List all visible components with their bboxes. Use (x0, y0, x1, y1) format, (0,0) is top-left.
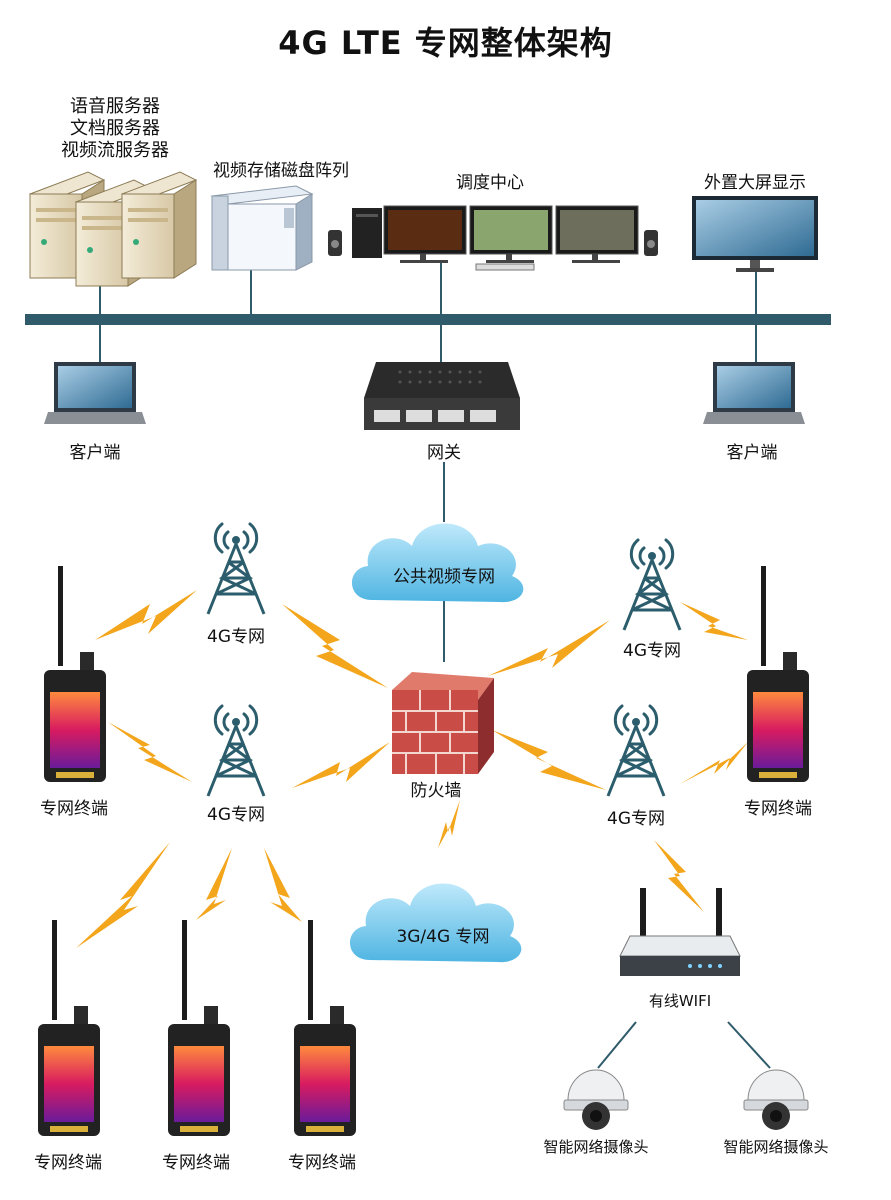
camera-left-icon (563, 1069, 629, 1130)
cloud-3g4g (349, 883, 522, 963)
dispatch-center-icon (328, 205, 658, 271)
servers-label: 语音服务器 文档服务器 视频流服务器 (40, 96, 190, 162)
big-display-icon (692, 196, 818, 272)
storage-array-icon (210, 185, 314, 271)
terminal-b2-label: 专网终端 (162, 1153, 230, 1173)
terminal-b3-label: 专网终端 (288, 1153, 356, 1173)
firewall-label: 防火墙 (410, 781, 462, 801)
bolt-fw-cloud (438, 800, 460, 848)
tower-ml-icon (206, 704, 266, 797)
bolt-tower-b1 (76, 842, 170, 948)
terminal-left-icon (44, 566, 106, 782)
terminal-left-label: 专网终端 (40, 799, 108, 819)
server-label-video: 视频流服务器 (61, 140, 169, 161)
terminal-b1-icon (38, 920, 100, 1136)
laptop-left-icon (44, 362, 146, 424)
tower-mr-icon (606, 704, 666, 797)
tower-mr-label: 4G专网 (607, 809, 665, 829)
client-left-label: 客户端 (69, 443, 121, 463)
gateway-label: 网关 (427, 443, 461, 463)
tower-tl-icon (206, 522, 266, 615)
camera-right-label: 智能网络摄像头 (723, 1138, 829, 1156)
tower-ml-label: 4G专网 (207, 805, 265, 825)
bolt-tower-b2 (196, 848, 232, 920)
bolt-fw-towerTR (488, 620, 610, 676)
bolt-towerTL-fw (282, 604, 388, 688)
terminal-right-label: 专网终端 (744, 799, 812, 819)
wifi-label: 有线WIFI (648, 992, 712, 1010)
page-title: 4G LTE 专网整体架构 (278, 24, 613, 62)
camera-left-label: 智能网络摄像头 (543, 1138, 649, 1156)
laptop-right-icon (703, 362, 805, 424)
server-stack (28, 171, 198, 287)
terminal-b3-icon (294, 920, 356, 1136)
camera-right-icon (743, 1069, 809, 1130)
bolt-phoneL-towerML (108, 722, 192, 782)
client-right-label: 客户端 (726, 443, 778, 463)
bolt-towerTR-phoneR (680, 602, 748, 640)
storage-label: 视频存储磁盘阵列 (213, 161, 349, 181)
terminal-right-icon (747, 566, 809, 782)
bolt-tower-b3 (264, 848, 302, 922)
firewall-icon (392, 672, 494, 774)
wireless-links (76, 590, 748, 948)
cloud-public-video (351, 523, 524, 603)
gateway-icon (364, 362, 520, 430)
server-label-doc: 文档服务器 (70, 118, 160, 139)
wifi-router-icon (619, 888, 741, 976)
tower-tl-label: 4G专网 (207, 627, 265, 647)
tower-tr-icon (622, 538, 682, 631)
cloud-public-label: 公共视频专网 (393, 567, 495, 587)
terminal-b1-label: 专网终端 (34, 1153, 102, 1173)
bolt-phoneL-towerTL (95, 590, 197, 640)
bolt-fw-towerMR (492, 730, 606, 790)
bolt-towerMR-wifi (654, 840, 704, 912)
terminal-b2-icon (168, 920, 230, 1136)
bolt-towerML-fw (292, 742, 390, 788)
tower-tr-label: 4G专网 (623, 641, 681, 661)
display-label: 外置大屏显示 (704, 173, 806, 193)
bolt-towerMR-phoneR (680, 742, 748, 784)
network-bus (25, 262, 831, 1069)
cloud-3g4g-label: 3G/4G 专网 (396, 927, 490, 947)
server-label-voice: 语音服务器 (70, 96, 160, 117)
dispatch-label: 调度中心 (456, 173, 524, 193)
